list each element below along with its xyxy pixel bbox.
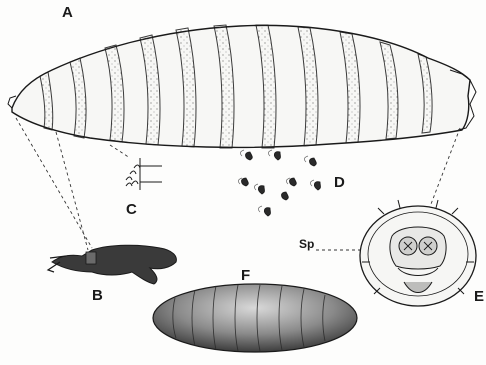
puparium-drawing — [153, 284, 357, 352]
spiracle-label: Sp — [299, 238, 314, 250]
panel-label-b: B — [92, 288, 103, 303]
panel-label-c: C — [126, 202, 137, 217]
panel-label-f: F — [241, 268, 250, 283]
larva-body — [8, 25, 476, 148]
panel-label-a: A — [62, 5, 73, 20]
panel-label-e: E — [474, 289, 484, 304]
panel-label-d: D — [334, 175, 345, 190]
mouth-hooks-drawing — [48, 245, 176, 284]
spines-d-drawing — [242, 152, 321, 216]
spines-c-drawing — [126, 158, 162, 190]
posterior-view-drawing — [360, 200, 476, 306]
